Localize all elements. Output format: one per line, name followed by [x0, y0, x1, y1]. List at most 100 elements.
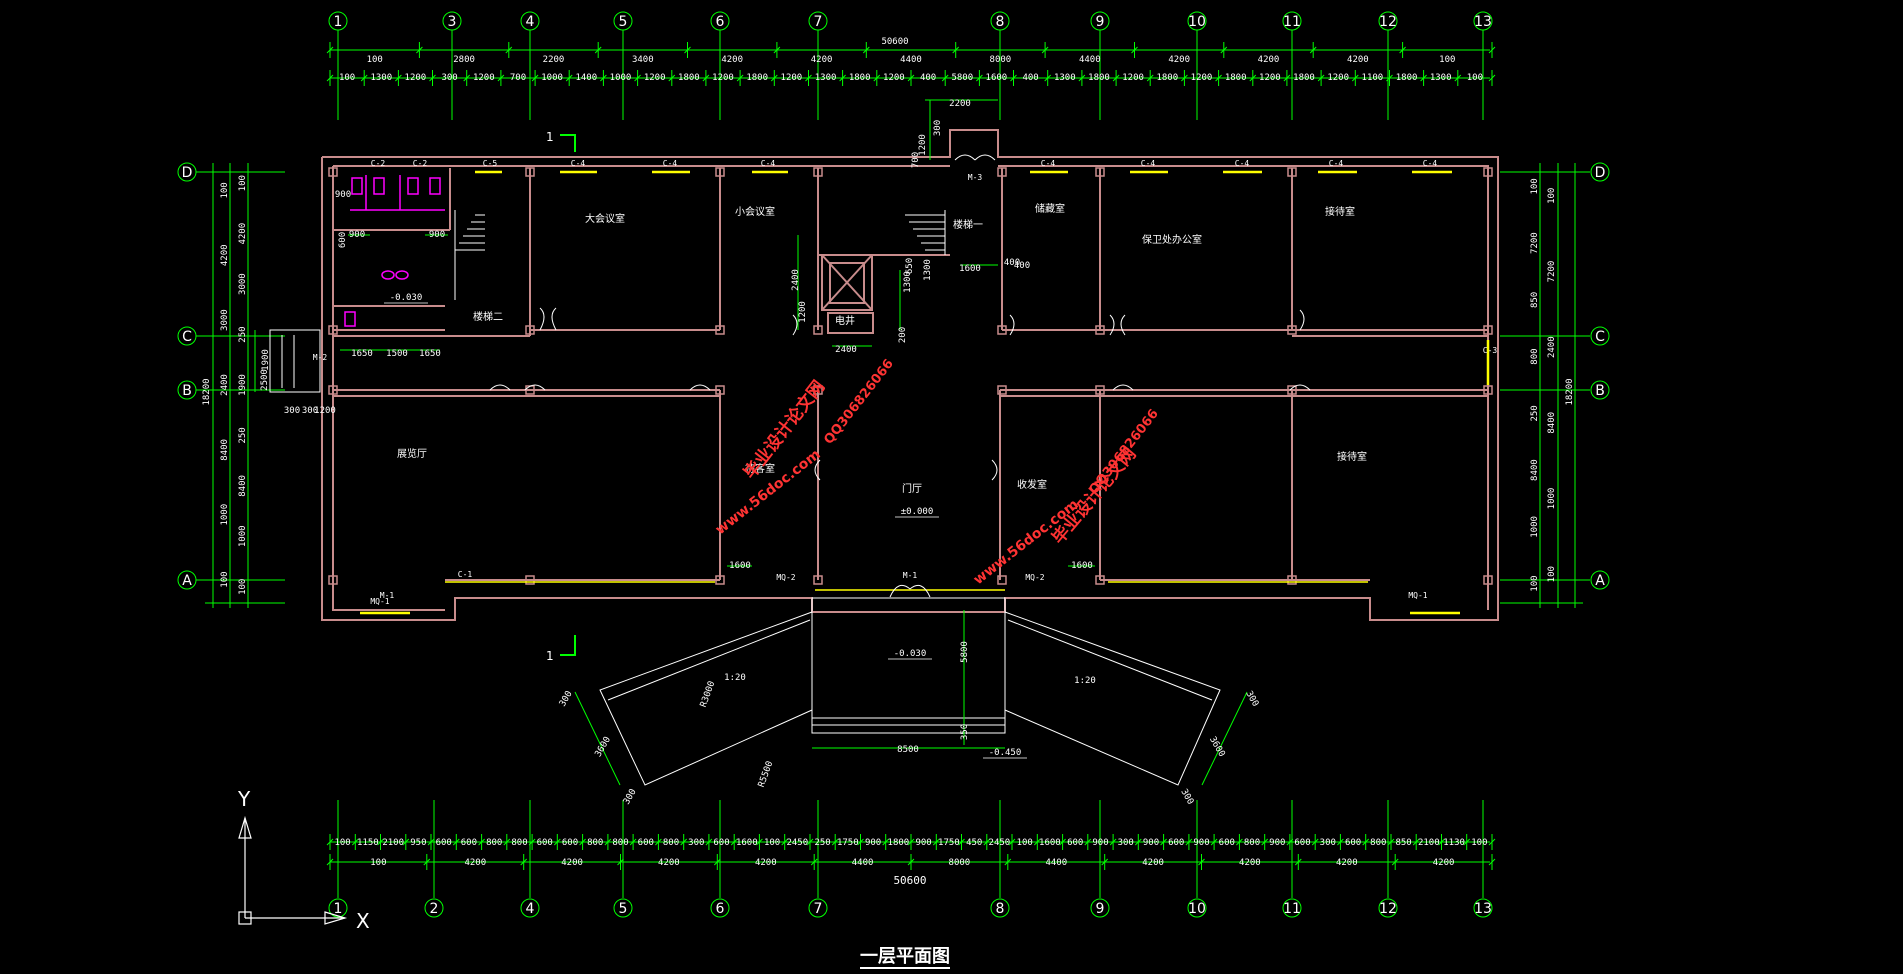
top-axis-bubble-1: 1	[328, 11, 348, 31]
room-label: 楼梯二	[473, 310, 503, 323]
top-dim-value: 700	[510, 73, 526, 83]
misc-dim-value: 1300	[923, 259, 933, 281]
bottom-dim-value: 800	[663, 838, 679, 848]
bottom-axis-label: 13	[1474, 901, 1492, 917]
top-axis-bubble-7: 7	[808, 11, 828, 31]
top-dim-value: 4200	[1347, 55, 1369, 65]
right-dim-value: 8400	[1530, 459, 1540, 481]
ucs-icon	[238, 815, 348, 925]
right-axis-bubble-C: C	[1590, 326, 1610, 346]
misc-dim-value: 350	[960, 724, 970, 740]
top-dim-value: 100	[367, 55, 383, 65]
top-axis-bubble-13: 13	[1473, 11, 1493, 31]
ramp-label: 300	[622, 787, 639, 806]
top-axis-label: 13	[1474, 14, 1492, 30]
bottom-dim-value: 2100	[382, 838, 404, 848]
ucs-y-label: Y	[237, 787, 251, 811]
bottom-dim-value: 800	[511, 838, 527, 848]
bottom-dim-value: 4200	[658, 858, 680, 868]
bottom-axis-bubble-5: 5	[613, 898, 633, 918]
right-axis-bubble-D: D	[1590, 162, 1610, 182]
bottom-dim-value: 1130	[1443, 838, 1465, 848]
top-axis-bubble-11: 11	[1282, 11, 1302, 31]
watermark-qq-2: QQ306826066	[1086, 407, 1162, 498]
left-axis-bubble-B: B	[177, 380, 197, 400]
level-marks: -0.030±0.000-0.030-0.450	[384, 293, 1027, 759]
window-label: C-4	[1235, 159, 1250, 168]
misc-dim-value: 400	[1004, 258, 1020, 268]
right-dim-value: 7200	[1530, 232, 1540, 254]
left-dim-value: 8400	[220, 439, 230, 461]
right-dim-value: 7200	[1547, 261, 1557, 283]
bottom-dim-value: 100	[334, 838, 350, 848]
window-label: C-3	[1483, 346, 1498, 355]
right-dim-value: 100	[1547, 566, 1557, 582]
right-axis-label: C	[1595, 329, 1605, 345]
ramp-label: 1:20	[724, 673, 746, 683]
top-dim-value: 1200	[883, 73, 905, 83]
bottom-axis-bubble-8: 8	[990, 898, 1010, 918]
bottom-dim-value: 1750	[938, 838, 960, 848]
misc-dim-value: 2200	[949, 99, 971, 109]
misc-dim-value: 200	[898, 327, 908, 343]
top-dim-value: 1100	[1362, 73, 1384, 83]
right-dim-value: 1000	[1530, 516, 1540, 538]
bottom-axis-bubble-4: 4	[520, 898, 540, 918]
bottom-axis-label: 1	[334, 901, 343, 917]
top-axis-bubble-3: 3	[442, 11, 462, 31]
bottom-dim-value: 800	[612, 838, 628, 848]
bottom-axis-label: 2	[430, 901, 439, 917]
bottom-dim-value: 450	[966, 838, 982, 848]
ramp-label: 300	[1243, 689, 1260, 708]
bottom-dim-value: 4200	[464, 858, 486, 868]
room-label: 待客室	[745, 462, 775, 475]
left-dim-value: 1900	[238, 374, 248, 396]
top-dim-value: 1800	[1396, 73, 1418, 83]
ramp-label: 3600	[594, 735, 614, 759]
bottom-dim-value: 600	[638, 838, 654, 848]
top-dim-value: 4200	[721, 55, 743, 65]
left-dim-value: 1000	[238, 525, 248, 547]
misc-dim-value: 1200	[798, 301, 808, 323]
right-axis-bubble-B: B	[1590, 380, 1610, 400]
window-label: C-4	[663, 159, 678, 168]
top-dim-value: 1800	[849, 73, 871, 83]
watermark-qq-1: QQ306826066	[821, 357, 897, 448]
misc-dim-value: 1900	[261, 349, 271, 371]
misc-dim-value: 1650	[419, 349, 441, 359]
misc-dim-value: 1200	[314, 406, 336, 416]
misc-dim-value: 900	[429, 230, 445, 240]
top-axis-bubble-12: 12	[1378, 11, 1398, 31]
bottom-axis-label: 4	[526, 901, 535, 917]
top-dim-value: 1000	[610, 73, 632, 83]
bottom-axis-label: 12	[1379, 901, 1397, 917]
left-axis-bubbles: D C B A	[177, 162, 197, 590]
top-dim-value: 1200	[712, 73, 734, 83]
bottom-axis-bubble-10: 10	[1187, 898, 1207, 918]
top-axis-label: 9	[1096, 14, 1105, 30]
bottom-axis-bubble-6: 6	[710, 898, 730, 918]
left-axis-bubble-C: C	[177, 326, 197, 346]
bottom-axis-label: 6	[716, 901, 725, 917]
top-axis-label: 4	[526, 14, 535, 30]
top-dim-value: 4200	[1168, 55, 1190, 65]
bottom-dim-value: 100	[1471, 838, 1487, 848]
top-axis-label: 12	[1379, 14, 1397, 30]
bottom-dim-value: 100	[764, 838, 780, 848]
left-axis-label: A	[182, 573, 192, 589]
left-axis-bubble-D: D	[177, 162, 197, 182]
bottom-dim-value: 950	[410, 838, 426, 848]
ramp-label: R3000	[699, 680, 718, 709]
bottom-dim-value: 800	[1244, 838, 1260, 848]
section-mark-lines	[560, 134, 576, 656]
left-dim-value: 3000	[220, 309, 230, 331]
bottom-axis-label: 10	[1188, 901, 1206, 917]
window-label: MQ-2	[1025, 573, 1044, 582]
left-dim-value: 100	[238, 579, 248, 595]
level-mark: -0.030	[894, 649, 927, 659]
